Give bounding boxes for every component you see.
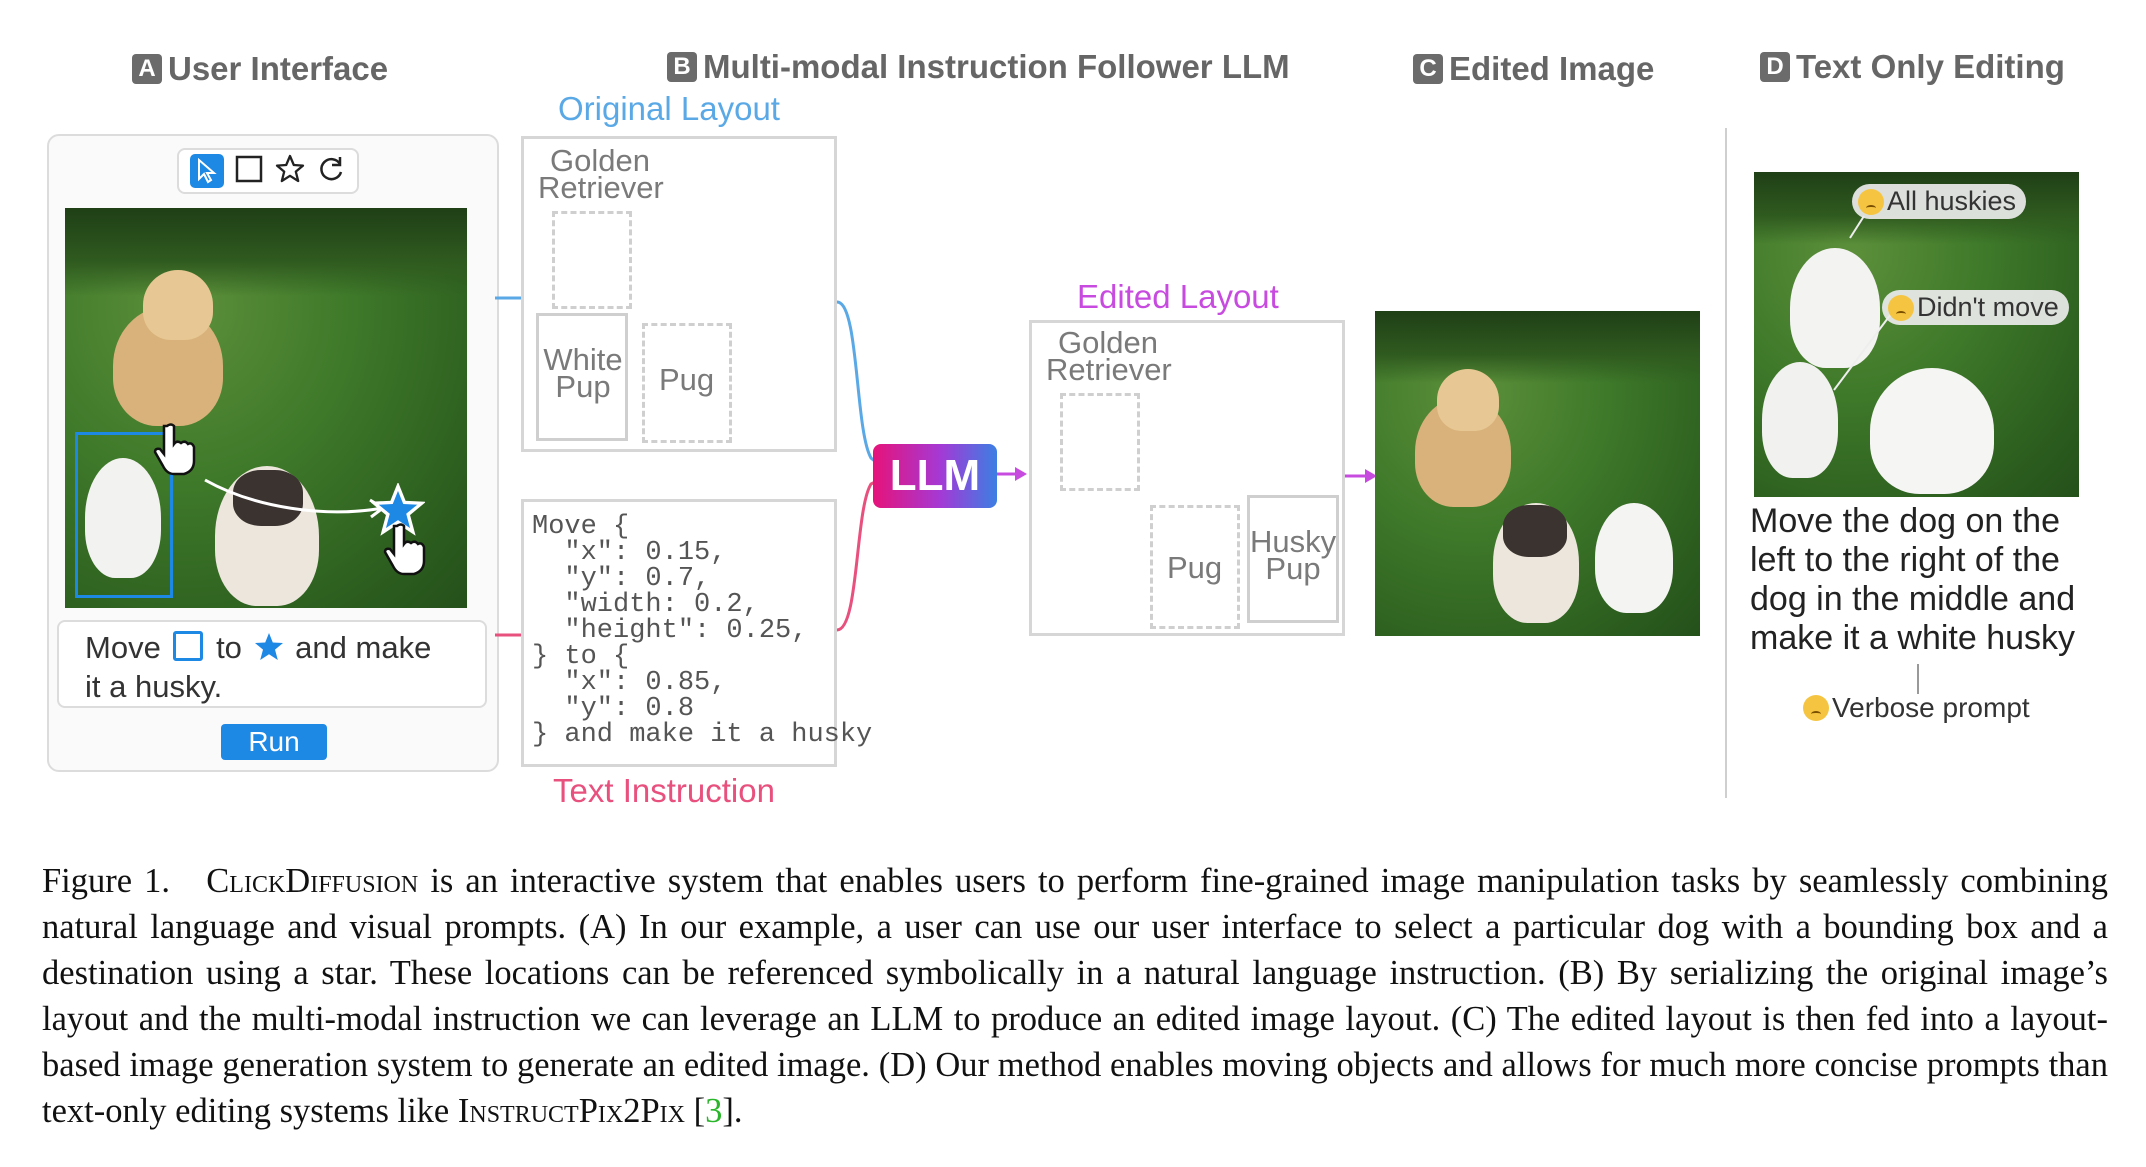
original-layout-title: Original Layout (558, 90, 780, 127)
section-d-header: D Text Only Editing (1760, 48, 2065, 86)
star-token-icon (254, 633, 283, 660)
golden-retriever-slot (1060, 393, 1140, 491)
section-title: Multi-modal Instruction Follower LLM (703, 48, 1290, 85)
text-only-result-image: All huskies Didn't move (1754, 172, 2079, 497)
section-b-header: B Multi-modal Instruction Follower LLM (667, 48, 1290, 86)
pug-slot: Pug (1150, 505, 1240, 629)
edited-layout-box: Golden Retriever Pug Husky Pup (1029, 320, 1345, 636)
citation-link[interactable]: 3 (705, 1092, 723, 1130)
instruction-input[interactable]: Move to and make it a husky. (57, 620, 487, 708)
reference-name: InstructPix2Pix (457, 1092, 685, 1130)
edited-layout-title: Edited Layout (1077, 278, 1279, 315)
instruction-word: Move (85, 630, 161, 665)
box-token-icon (173, 631, 204, 661)
ui-connectors (495, 296, 521, 637)
pug-slot: Pug (642, 323, 732, 443)
husky-figure (1870, 368, 1994, 494)
annotation-lines (1833, 215, 1895, 391)
figure-label: Figure 1. (42, 862, 171, 900)
destination-star-icon[interactable] (371, 483, 425, 537)
golden-retriever-label: Golden Retriever (1046, 325, 1172, 387)
golden-retriever-slot (552, 211, 632, 309)
caption-body: is an interactive system that enables us… (42, 862, 2108, 1130)
toolbar (177, 148, 359, 194)
verbose-prompt-label: Verbose prompt (1803, 692, 2030, 724)
llm-block: LLM (873, 444, 997, 508)
verbose-connector (1917, 664, 1919, 694)
star-icon[interactable] (274, 153, 306, 190)
sad-face-icon (1888, 294, 1914, 321)
section-title: Edited Image (1449, 50, 1655, 87)
pug-label: Pug (1167, 550, 1223, 585)
system-name: ClickDiffusion (206, 862, 419, 900)
selection-bounding-box[interactable] (75, 432, 173, 598)
pug-face (1503, 505, 1567, 557)
original-layout-box: Golden Retriever White Pup Pug (521, 136, 837, 452)
instruction-line2: it a husky. (85, 669, 223, 704)
serialized-instruction-code: Move { "x": 0.15, "y": 0.7, "width: 0.2,… (532, 512, 873, 750)
section-badge: D (1760, 52, 1790, 82)
ui-image-canvas[interactable] (65, 208, 467, 608)
refresh-icon[interactable] (316, 154, 346, 189)
section-badge: B (667, 52, 697, 82)
text-only-prompt: Move the dog on the left to the right of… (1750, 502, 2076, 657)
instruction-word: and make (295, 630, 432, 665)
section-badge: C (1413, 54, 1443, 84)
section-c-header: C Edited Image (1413, 50, 1654, 88)
golden-retriever-head (1437, 369, 1499, 431)
husky-figure (1762, 362, 1838, 478)
section-title: User Interface (168, 50, 389, 87)
section-title: Text Only Editing (1796, 48, 2065, 85)
text-instruction-title: Text Instruction (553, 772, 775, 809)
hand-cursor-icon (153, 423, 196, 476)
husky-pup-figure (1595, 503, 1673, 613)
figure-caption: Figure 1. ClickDiffusion is an interacti… (42, 862, 2108, 1130)
section-a-header: A User Interface (132, 50, 388, 88)
golden-retriever-label: Golden Retriever (538, 143, 664, 205)
golden-retriever-head (143, 270, 213, 340)
square-icon[interactable] (234, 154, 264, 189)
white-pup-box: White Pup (536, 313, 628, 441)
pointer-icon[interactable] (190, 154, 224, 188)
sad-face-icon (1803, 695, 1829, 721)
husky-pup-box: Husky Pup (1247, 495, 1339, 623)
white-pup-figure (85, 458, 161, 578)
run-button[interactable]: Run (221, 724, 327, 760)
instruction-word: to (216, 630, 242, 665)
pug-label: Pug (659, 362, 715, 397)
didnt-move-bubble: Didn't move (1882, 290, 2069, 325)
white-pup-label: White Pup (543, 342, 623, 404)
llm-to-layout-arrow (997, 467, 1027, 481)
edited-image (1375, 311, 1700, 636)
layout-to-llm-connectors (837, 300, 884, 632)
sad-face-icon (1858, 188, 1884, 215)
hand-cursor-icon (383, 523, 426, 576)
all-huskies-bubble: All huskies (1852, 184, 2027, 219)
text-instruction-box: Move { "x": 0.15, "y": 0.7, "width: 0.2,… (521, 499, 872, 767)
layout-to-image-arrow (1345, 469, 1377, 483)
section-badge: A (132, 54, 162, 84)
section-divider (1725, 128, 1727, 798)
husky-pup-label: Husky Pup (1250, 524, 1337, 586)
ui-panel: Move to and make it a husky. Run (47, 134, 499, 772)
